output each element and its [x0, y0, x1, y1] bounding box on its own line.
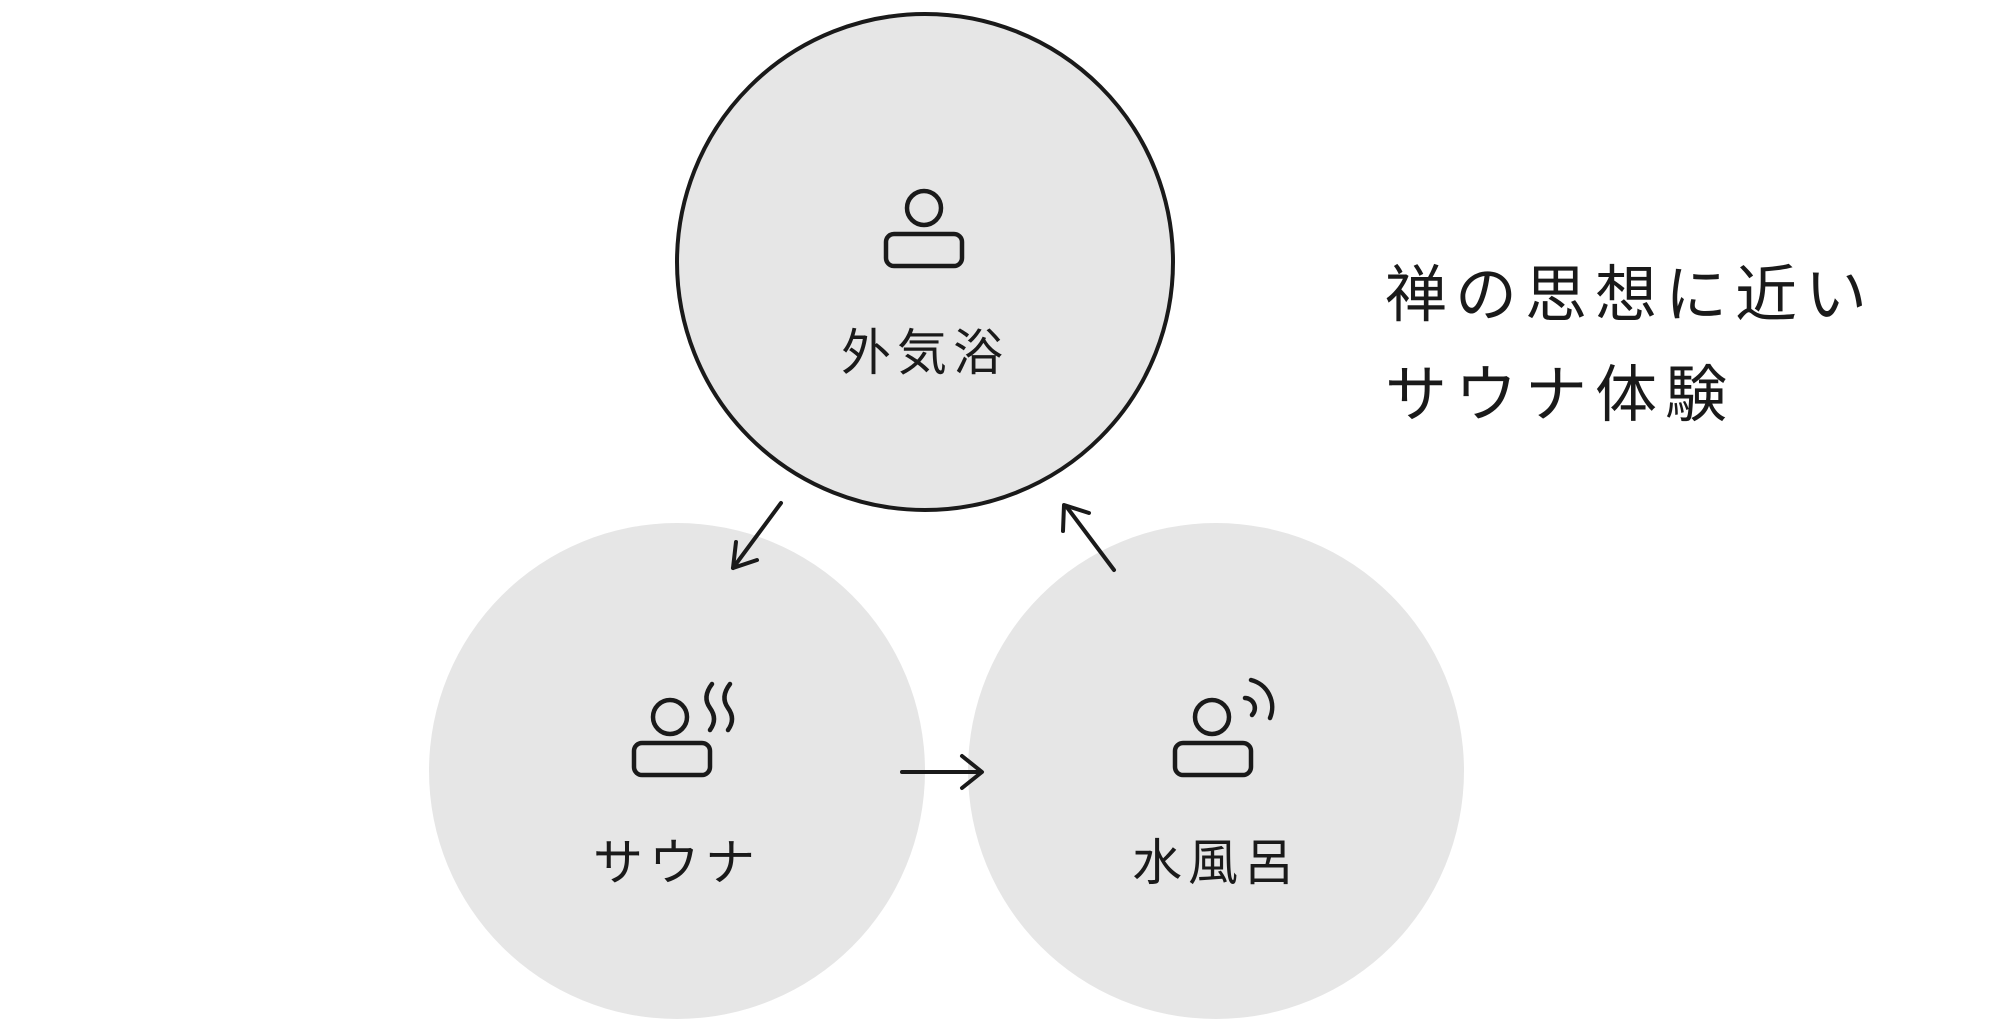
- node-sauna-label: サウナ: [593, 834, 761, 892]
- tagline-line-2: サウナ体験: [1385, 358, 1736, 431]
- arrow-gaikiyoku-to-sauna-icon: [731, 501, 783, 570]
- arrow-sauna-to-mizuburo-icon: [900, 754, 984, 790]
- node-sauna-circle: [429, 523, 925, 1019]
- node-gaikiyoku: 外気浴: [675, 12, 1175, 512]
- node-mizuburo: 水風呂: [968, 523, 1464, 1019]
- person-steam-icon: [631, 681, 735, 778]
- node-mizuburo-circle: [968, 523, 1464, 1019]
- arrow-mizuburo-to-gaikiyoku-icon: [1061, 503, 1116, 572]
- node-mizuburo-label: 水風呂: [1132, 834, 1300, 892]
- node-gaikiyoku-circle: [675, 12, 1175, 512]
- tagline: 禅の思想に近い サウナ体験: [1385, 245, 1945, 445]
- person-icon: [883, 188, 965, 269]
- node-gaikiyoku-label: 外気浴: [841, 324, 1009, 382]
- tagline-line-1: 禅の思想に近い: [1385, 258, 1876, 331]
- person-wave-icon: [1172, 677, 1275, 778]
- node-sauna: サウナ: [429, 523, 925, 1019]
